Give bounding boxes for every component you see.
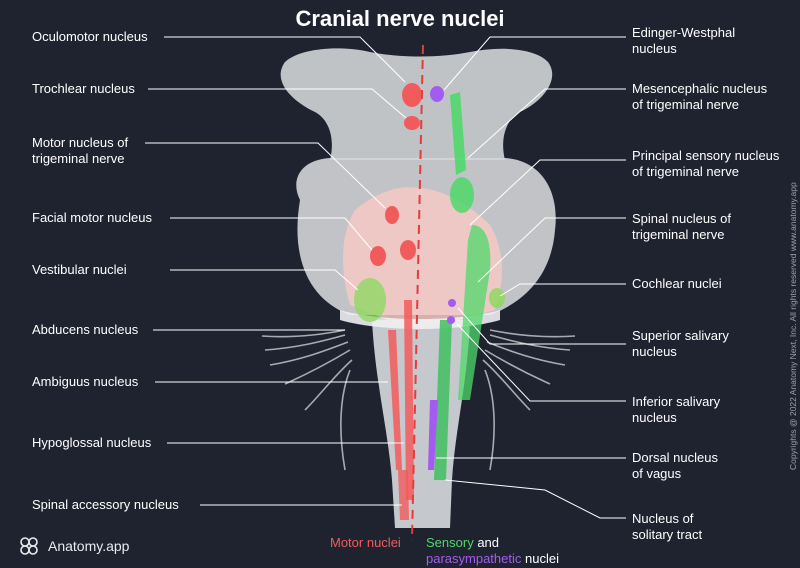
label-dorsal-vagus-line2: of vagus	[632, 466, 682, 481]
label-edinger-westphal-line2: nucleus	[632, 41, 677, 56]
principal-sensory-shape	[450, 177, 474, 213]
label-inferior-salivary-line1: Inferior salivary	[632, 394, 721, 409]
trochlear-nucleus-shape	[404, 116, 420, 130]
legend-nuclei: nuclei	[525, 551, 559, 566]
mesencephalic-nucleus-shape	[450, 92, 466, 175]
inferior-salivary-shape	[447, 316, 455, 324]
motor-trigeminal-shape	[385, 206, 399, 224]
leader-lines	[145, 36, 626, 519]
logo-text: Anatomy.app	[48, 538, 130, 554]
label-motor-trigeminal-line2: trigeminal nerve	[32, 151, 125, 166]
label-abducens-nucleus: Abducens nucleus	[32, 322, 139, 337]
legend-sensory-row: Sensory and	[426, 535, 499, 550]
label-spinal-trigeminal-line1: Spinal nucleus of	[632, 211, 732, 226]
logo: Anatomy.app	[16, 533, 129, 559]
legend-sensory: Sensory	[426, 535, 474, 550]
label-oculomotor-nucleus: Oculomotor nucleus	[32, 29, 148, 44]
label-ambiguus-nucleus: Ambiguus nucleus	[32, 374, 139, 389]
label-motor-trigeminal-line1: Motor nucleus of	[32, 135, 129, 150]
midline	[411, 44, 424, 541]
legend-parasympathetic: parasympathetic	[426, 551, 522, 566]
legend-motor: Motor nuclei	[330, 535, 401, 550]
label-principal-sensory-line1: Principal sensory nucleus	[632, 148, 780, 163]
facial-nucleus-shape	[370, 246, 386, 266]
striae-band	[340, 310, 500, 329]
label-edinger-westphal-line1: Edinger-Westphal	[632, 25, 736, 40]
solitary-tract-shape	[434, 320, 452, 480]
label-inferior-salivary-line2: nucleus	[632, 410, 677, 425]
hypoglossal-nucleus-shape	[404, 300, 414, 500]
label-hypoglossal-nucleus: Hypoglossal nucleus	[32, 435, 152, 450]
edinger-westphal-shape	[430, 86, 444, 102]
legend-parasympathetic-row: parasympathetic nuclei	[426, 551, 559, 566]
dorsal-vagus-shape	[428, 400, 438, 470]
label-principal-sensory-line2: of trigeminal nerve	[632, 164, 739, 179]
label-mesencephalic-line1: Mesencephalic nucleus	[632, 81, 768, 96]
label-superior-salivary-line2: nucleus	[632, 344, 677, 359]
spinal-trigeminal-shape	[458, 225, 491, 400]
label-solitary-tract-line1: Nucleus of	[632, 511, 694, 526]
label-cochlear-nuclei: Cochlear nuclei	[632, 276, 722, 291]
nerve-roots	[261, 329, 576, 471]
abducens-nucleus-shape	[400, 240, 416, 260]
cochlear-nucleus-shape	[489, 288, 505, 308]
label-spinal-accessory-nucleus: Spinal accessory nucleus	[32, 497, 179, 512]
copyright-text: Copyrights @ 2022 Anatomy Next, Inc. All…	[788, 182, 798, 470]
label-mesencephalic-line2: of trigeminal nerve	[632, 97, 739, 112]
brain-icon	[20, 537, 38, 555]
label-dorsal-vagus-line1: Dorsal nucleus	[632, 450, 718, 465]
page-title: Cranial nerve nuclei	[295, 6, 505, 31]
label-trochlear-nucleus: Trochlear nucleus	[32, 81, 135, 96]
accessory-nucleus-shape	[398, 470, 409, 520]
label-vestibular-nuclei: Vestibular nuclei	[32, 262, 127, 277]
oculomotor-nucleus-shape	[402, 83, 422, 107]
label-solitary-tract-line2: solitary tract	[632, 527, 703, 542]
medulla-shape	[372, 320, 470, 528]
label-facial-motor-nucleus: Facial motor nucleus	[32, 210, 152, 225]
superior-salivary-shape	[448, 299, 456, 307]
vestibular-nuclei-shape	[354, 278, 386, 322]
label-superior-salivary-line1: Superior salivary	[632, 328, 729, 343]
legend-and: and	[477, 535, 500, 550]
ambiguus-nucleus-shape	[388, 330, 402, 470]
label-spinal-trigeminal-line2: trigeminal nerve	[632, 227, 725, 242]
